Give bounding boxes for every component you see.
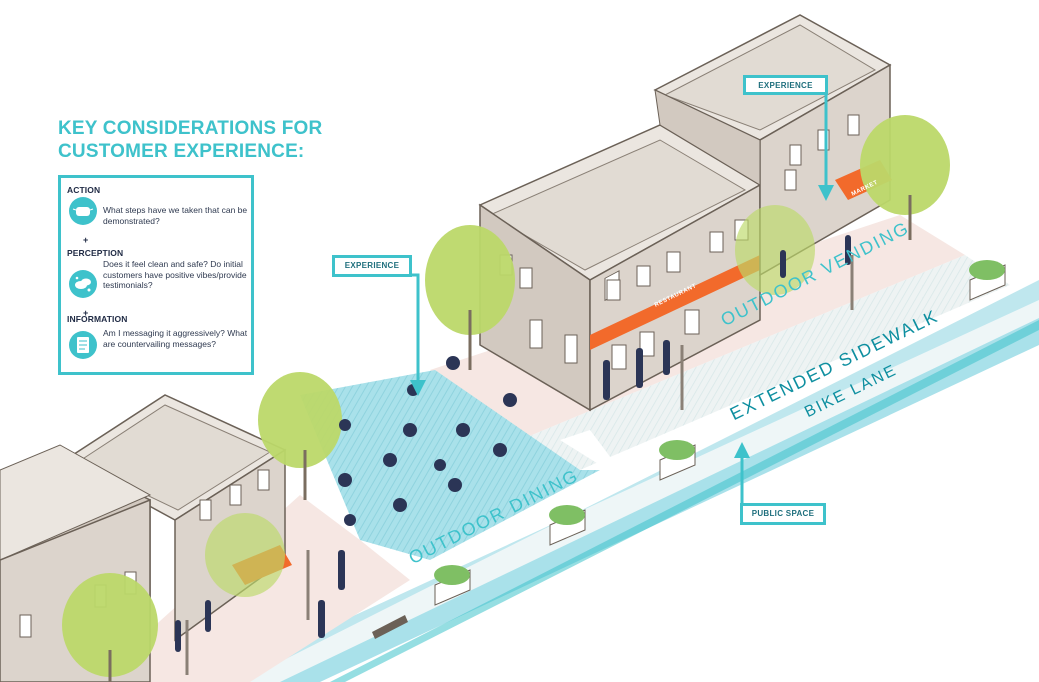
- key-considerations-box: ACTION What steps have we taken that can…: [58, 175, 254, 375]
- section-text: Am I messaging it aggressively? What are…: [103, 328, 248, 349]
- dining-tables: [338, 356, 517, 526]
- lamp-posts: [185, 255, 854, 675]
- experience-callout-top: EXPERIENCE: [743, 75, 828, 95]
- tree-trunks: [108, 195, 912, 682]
- section-heading: INFORMATION: [67, 314, 128, 324]
- restaurant-awning: [590, 255, 760, 350]
- section-perception: PERCEPTION Does it feel clean and safe? …: [67, 248, 253, 298]
- section-text: What steps have we taken that can be dem…: [103, 205, 248, 226]
- title-line-2: CUSTOMER EXPERIENCE:: [58, 141, 305, 162]
- section-heading: ACTION: [67, 185, 101, 195]
- document-icon: [69, 331, 97, 359]
- bike-lane-band: [280, 318, 1039, 682]
- section-text: Does it feel clean and safe? Do initial …: [103, 259, 247, 290]
- extended-sidewalk: [520, 255, 1010, 470]
- arrowheads: [410, 185, 834, 458]
- experience-callout-mid: EXPERIENCE: [332, 255, 412, 277]
- outdoor-dining-plaza: [300, 370, 600, 560]
- sidewalk-left: [150, 495, 410, 682]
- bench: [372, 615, 408, 639]
- section-action: ACTION What steps have we taken that can…: [67, 185, 253, 226]
- public-space-callout: PUBLIC SPACE: [740, 503, 826, 525]
- planters: [434, 260, 1006, 606]
- trees: [62, 115, 950, 677]
- section-information: INFORMATION Am I messaging it aggressive…: [67, 314, 253, 359]
- people: [175, 235, 851, 652]
- section-heading: PERCEPTION: [67, 248, 124, 258]
- plus-sign: +: [83, 235, 89, 245]
- handwash-icon: [69, 270, 97, 298]
- lane-stripe: [330, 320, 1039, 682]
- title-line-1: KEY CONSIDERATIONS FOR: [58, 118, 323, 139]
- mask-icon: [69, 197, 97, 225]
- plus-sign: +: [83, 308, 89, 318]
- crosswalk-curve: [560, 430, 620, 470]
- page-title: KEY CONSIDERATIONS FOR CUSTOMER EXPERIEN…: [58, 117, 322, 163]
